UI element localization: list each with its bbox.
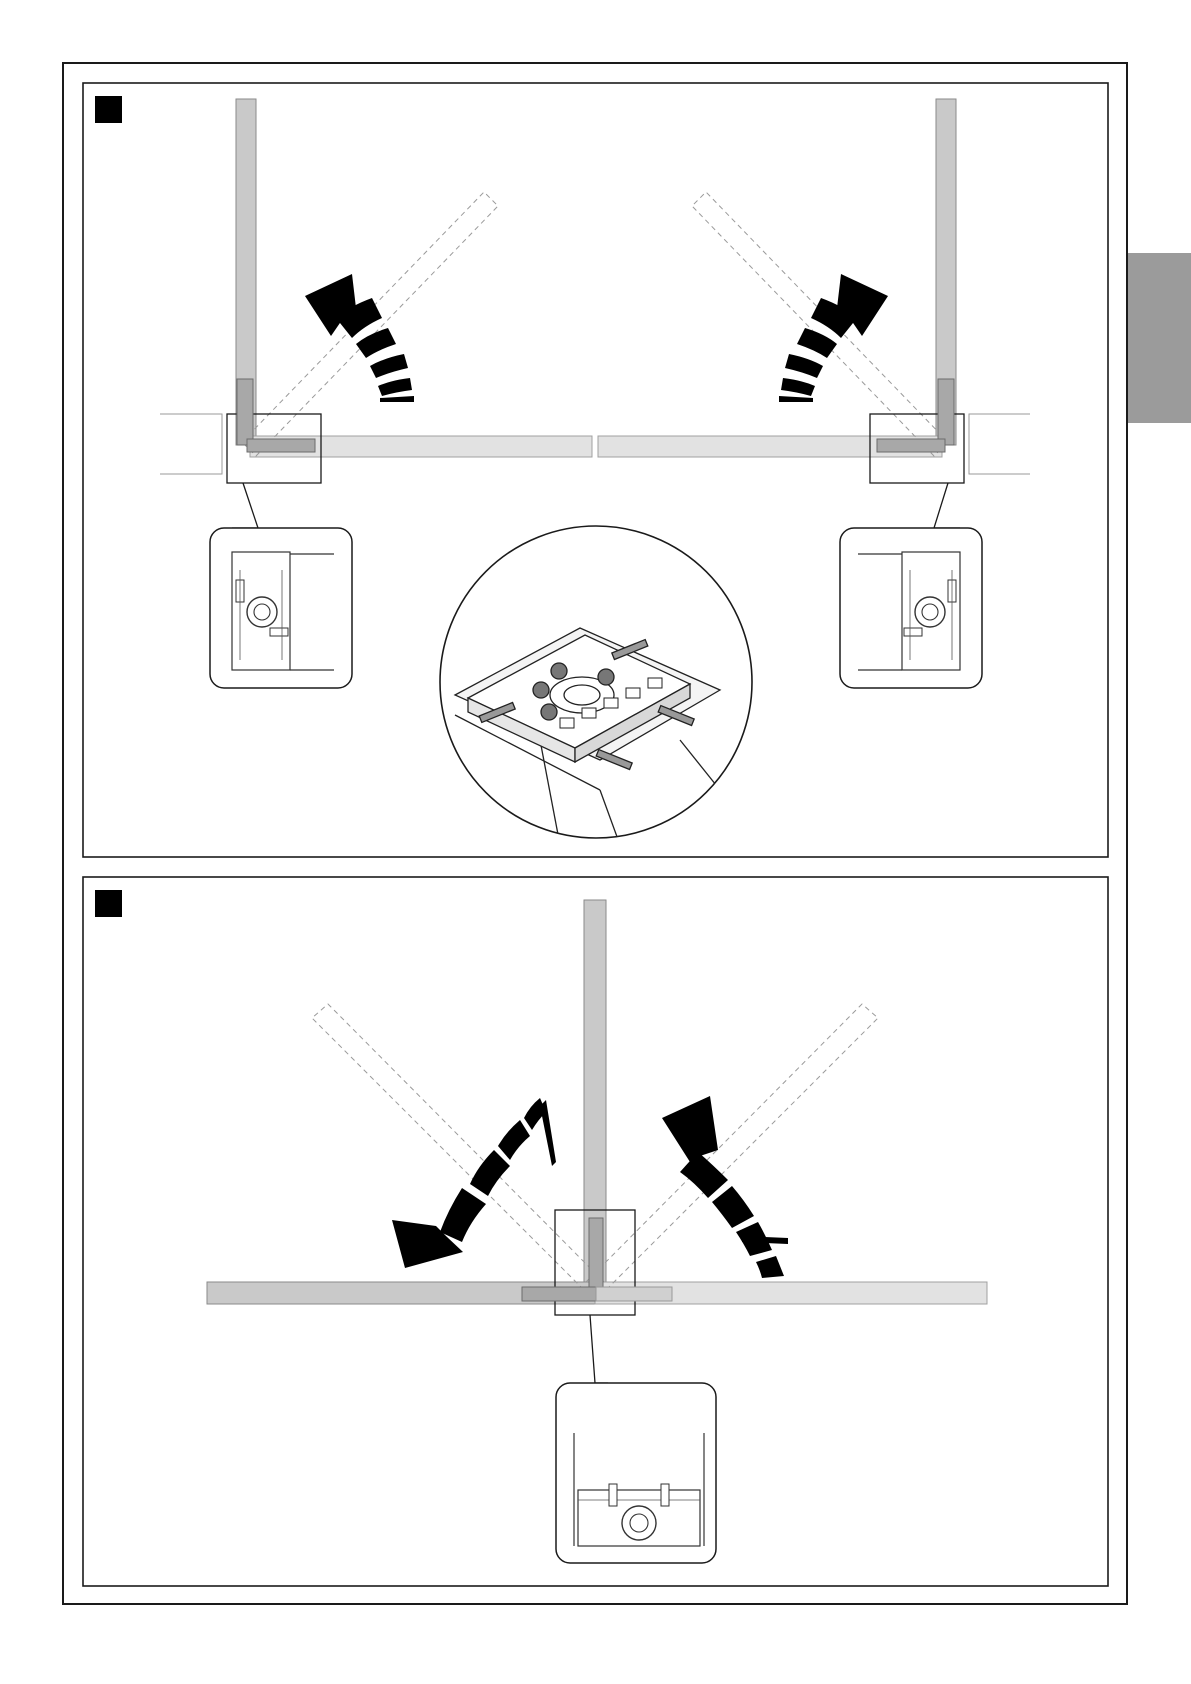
right-leaf-ghost — [692, 192, 948, 456]
right-ghost-leaf-bottom — [586, 1004, 878, 1296]
left-swing-arrow — [392, 1098, 556, 1268]
left-arm-vertical — [237, 379, 253, 445]
center-arm-right — [596, 1287, 672, 1301]
bottom-motor-detail — [556, 1383, 716, 1563]
black-square-marker — [95, 890, 122, 917]
right-motor-detail — [840, 528, 982, 688]
right-swing-arrow — [662, 1096, 788, 1278]
left-pillar — [160, 414, 222, 474]
right-pillar — [969, 414, 1030, 474]
left-callout-leader — [232, 483, 258, 528]
center-arm-horizontal — [522, 1287, 598, 1301]
left-arm-horizontal — [247, 439, 315, 452]
panel-top — [83, 83, 1108, 857]
center-arm-vertical — [589, 1218, 603, 1296]
black-square-marker — [95, 96, 122, 123]
right-opening-arrow — [779, 274, 888, 402]
bottom-callout-leader — [590, 1315, 608, 1383]
right-arm-horizontal — [877, 439, 945, 452]
right-callout-leader — [934, 483, 960, 528]
side-tab — [1128, 253, 1191, 423]
panel-bottom — [83, 877, 1108, 1586]
mounting-plate-detail — [440, 526, 752, 845]
right-arm-vertical — [938, 379, 954, 445]
left-motor-detail — [210, 528, 352, 688]
left-opening-arrow — [305, 274, 414, 402]
